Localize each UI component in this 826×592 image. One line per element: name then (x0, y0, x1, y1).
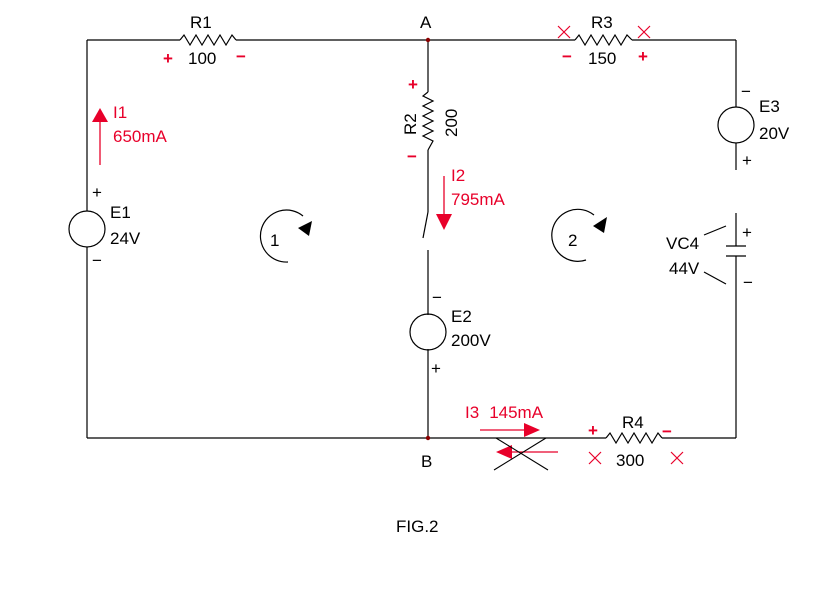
r3-minus: − (562, 47, 572, 66)
vc4-plus: + (742, 223, 752, 242)
r2-name: R2 (401, 113, 420, 135)
i1-value: 650mA (113, 127, 168, 146)
r4-right-x-mark (670, 451, 684, 465)
e1-name: E1 (110, 203, 131, 222)
source-e2: E2 200V − + (409, 288, 491, 378)
e1-value: 24V (110, 229, 141, 248)
e2-minus: − (432, 288, 442, 307)
loop1-arc (259, 209, 304, 263)
vc4-value: 44V (669, 259, 700, 278)
r2-value: 200 (442, 109, 461, 137)
vc4-leader-bottom (703, 271, 727, 285)
vc4-name: VC4 (666, 234, 699, 253)
node-a-label: A (420, 13, 432, 32)
r2-plus: + (408, 75, 418, 94)
r4-name: R4 (622, 413, 644, 432)
i2-arrow-head (436, 214, 452, 230)
i1-name: I1 (113, 103, 127, 122)
loop2-label: 2 (568, 231, 577, 250)
i3-cross-line-b (495, 437, 549, 471)
r4-zigzag (605, 431, 663, 445)
r3-value: 150 (588, 49, 616, 68)
r1-zigzag (179, 33, 237, 47)
r3-zigzag (574, 33, 633, 47)
capacitor-vc4: VC4 44V + − (666, 223, 753, 292)
current-i3: I3 145mA (465, 403, 558, 471)
wires (86, 39, 737, 439)
loop1-arrow-head (298, 221, 312, 236)
i3-label: I3 145mA (465, 403, 544, 422)
middle-branch-switch (422, 211, 429, 264)
loop-1: 1 (259, 209, 312, 263)
e3-minus: − (741, 82, 751, 101)
e1-plus: + (92, 183, 102, 202)
r4-value: 300 (616, 451, 644, 470)
r1-minus: − (236, 47, 246, 66)
current-i1: I1 650mA (92, 103, 168, 165)
source-e1: E1 24V + − (68, 183, 141, 270)
e3-name: E3 (759, 97, 780, 116)
i3-arrow-head (524, 423, 540, 437)
i3-cross-line-a (493, 437, 547, 471)
r1-value: 100 (188, 49, 216, 68)
node-a-dot (425, 37, 431, 43)
r2-zigzag (421, 91, 435, 151)
i2-name: I2 (451, 166, 465, 185)
r3-right-x-mark (637, 25, 651, 39)
current-i2: I2 795mA (436, 166, 506, 230)
e1-circle (68, 210, 106, 248)
i2-value: 795mA (451, 190, 506, 209)
r2-minus: − (407, 147, 417, 166)
e1-minus: − (92, 251, 102, 270)
e3-value: 20V (759, 124, 790, 143)
resistor-r2: R2 200 + − (401, 75, 461, 166)
node-b-dot (425, 435, 431, 441)
r4-left-x-mark (588, 451, 602, 465)
r3-left-x-mark (557, 25, 571, 39)
vc4-leader-top (703, 225, 727, 236)
e3-circle (717, 106, 755, 144)
resistor-r3: R3 150 − + (557, 13, 651, 68)
loop2-arc (551, 208, 595, 262)
i3-reverse-arrow-head (496, 445, 512, 459)
e2-circle (409, 313, 447, 351)
r3-plus: + (638, 47, 648, 66)
i3-name: I3 (465, 403, 479, 422)
e2-value: 200V (451, 331, 491, 350)
r4-minus: − (662, 422, 672, 441)
i1-arrow-head (92, 108, 108, 122)
switch-blade (422, 211, 429, 239)
node-b-label: B (421, 452, 432, 471)
loop2-arrow-head (593, 217, 607, 233)
r1-name: R1 (190, 13, 212, 32)
e2-plus: + (431, 359, 441, 378)
loop-2: 2 (551, 208, 607, 262)
loop1-label: 1 (270, 231, 279, 250)
r3-name: R3 (591, 13, 613, 32)
resistor-r1: R1 100 + − (163, 13, 246, 68)
source-e3: E3 20V − + (717, 82, 790, 170)
figure-caption: FIG.2 (396, 517, 439, 536)
i3-value: 145mA (489, 403, 544, 422)
r4-plus: + (588, 421, 598, 440)
resistor-r4: R4 300 + − (588, 413, 684, 470)
r1-plus: + (163, 49, 173, 68)
e3-plus: + (742, 151, 752, 170)
e2-name: E2 (451, 307, 472, 326)
vc4-minus: − (743, 273, 753, 292)
